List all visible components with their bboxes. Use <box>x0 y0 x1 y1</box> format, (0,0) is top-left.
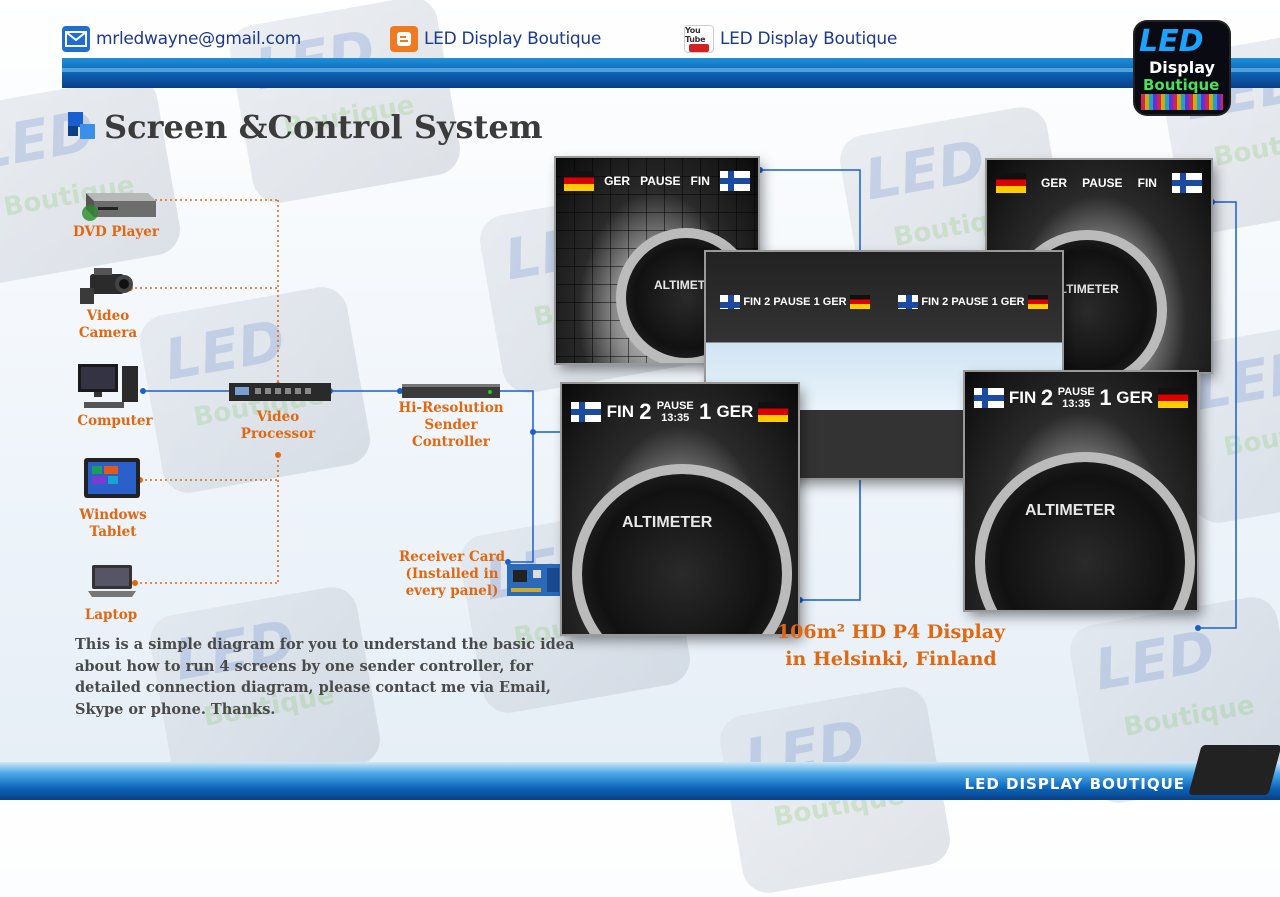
youtube-icon: You Tube <box>684 25 714 53</box>
computer-image <box>74 362 146 417</box>
blogger-icon <box>390 26 418 52</box>
blog-link[interactable]: LED Display Boutique <box>390 26 601 52</box>
brand-logo: LED Display Boutique <box>1135 22 1229 114</box>
finland-flag <box>974 388 1005 409</box>
title-icon <box>68 112 98 142</box>
video-processor-image <box>229 381 331 410</box>
laptop-label: Laptop <box>84 607 138 623</box>
finland-flag <box>1172 173 1203 194</box>
sender-receiver-link <box>500 390 534 563</box>
description-text: This is a simple diagram for you to unde… <box>75 636 575 718</box>
germany-flag <box>758 401 789 422</box>
footer-brand-text: LED DISPLAY BOUTIQUE <box>964 775 1185 793</box>
youtube-text[interactable]: LED Display Boutique <box>720 29 898 49</box>
computer-label: Computer <box>77 413 153 429</box>
dvd-player-image <box>78 183 158 228</box>
dvd-player-label: DVD Player <box>73 224 159 240</box>
finland-flag <box>720 294 741 309</box>
germany-flag <box>849 294 870 309</box>
germany-flag <box>1157 388 1188 409</box>
blog-text[interactable]: LED Display Boutique <box>424 29 602 49</box>
screen-chain-right <box>1198 201 1237 629</box>
finland-flag <box>719 170 750 191</box>
germany-flag <box>1027 294 1048 309</box>
receiver-card-image <box>507 562 563 603</box>
email-icon <box>62 26 90 52</box>
email-contact[interactable]: mrledwayne@gmail.com <box>62 26 301 52</box>
germany-flag <box>564 170 595 191</box>
laptop-image <box>86 563 138 606</box>
footer-logo-shape <box>1188 745 1280 795</box>
header-bar <box>62 58 1280 88</box>
footer-bar <box>0 762 1280 800</box>
youtube-link[interactable]: You Tube LED Display Boutique <box>684 25 898 53</box>
germany-flag <box>995 173 1026 194</box>
finland-flag <box>571 401 602 422</box>
sender-controller-image <box>402 382 500 405</box>
finland-flag <box>898 294 919 309</box>
video-camera-image <box>76 264 136 313</box>
windows-tablet-image <box>84 458 140 507</box>
email-text[interactable]: mrledwayne@gmail.com <box>96 29 302 49</box>
display-caption: 106m² HD P4 Display in Helsinki, Finland <box>776 621 1006 670</box>
page-title: Screen &Control System <box>104 108 543 146</box>
